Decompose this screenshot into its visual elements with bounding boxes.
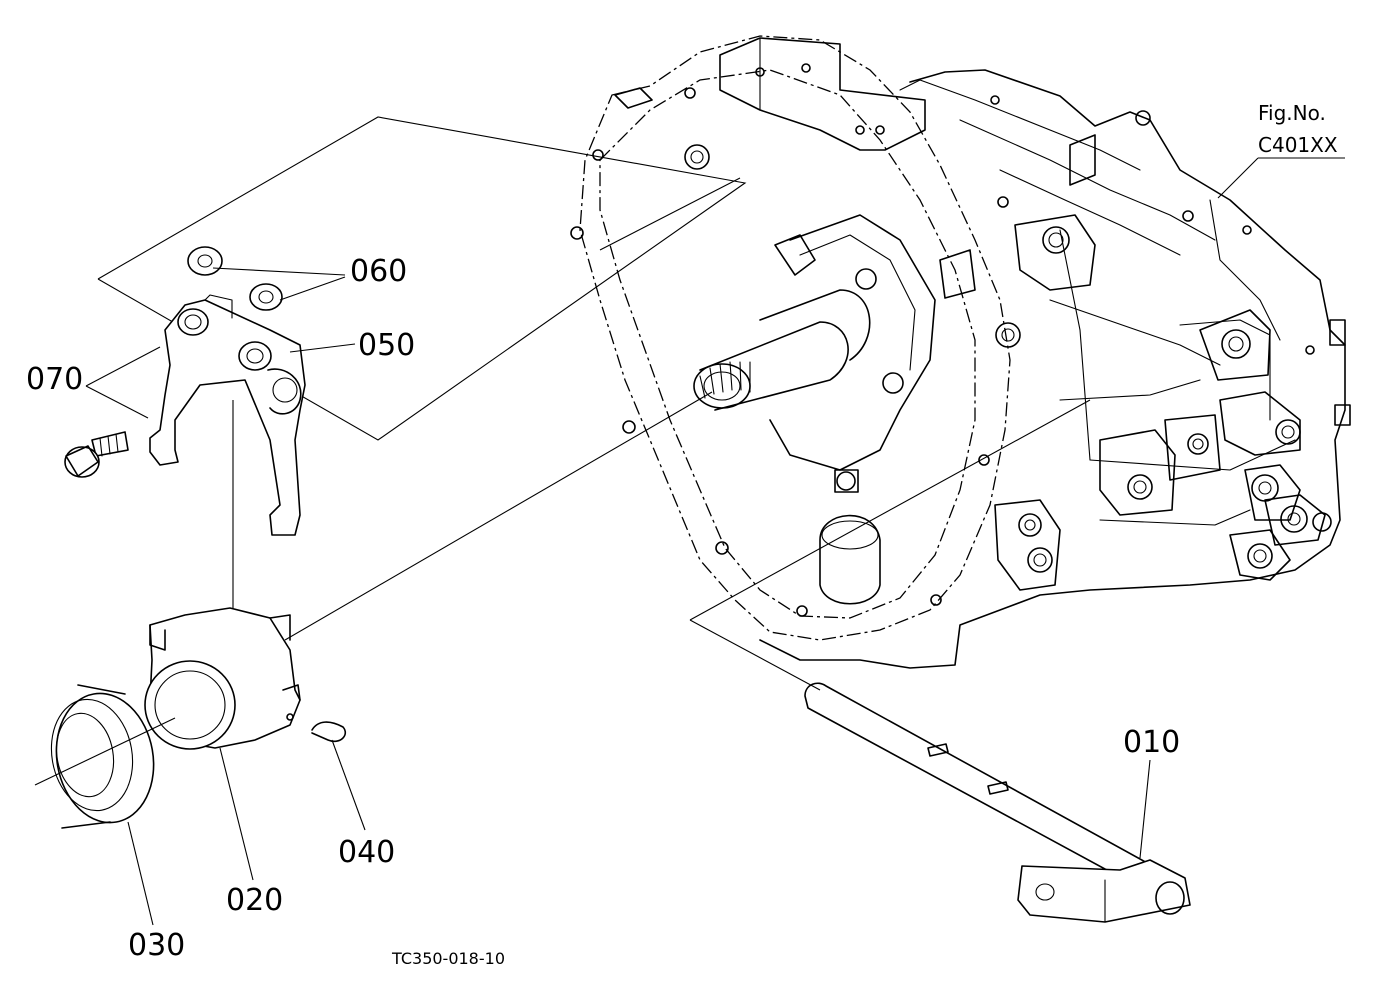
figure-reference: Fig.No. C401XX	[1258, 101, 1338, 157]
part-label-060: 060	[350, 254, 407, 289]
leader-lines	[34, 157, 1345, 926]
part-label-020: 020	[226, 883, 283, 918]
part-label-040: 040	[338, 835, 395, 870]
part-label-050: 050	[358, 328, 415, 363]
part-label-030: 030	[128, 928, 185, 963]
part-label-010: 010	[1123, 725, 1180, 760]
release-shaft-010	[804, 682, 1191, 923]
clip-040	[311, 721, 347, 743]
release-hub-020	[144, 607, 301, 750]
bearing-030	[50, 684, 155, 829]
input-shaft-assembly	[693, 214, 936, 493]
transmission-housing	[570, 35, 1351, 669]
bolt-070	[64, 431, 129, 478]
figure-number-label: Fig.No.	[1258, 101, 1326, 125]
shift-fork-050	[149, 294, 306, 536]
figure-number-code: C401XX	[1258, 133, 1338, 157]
washer-060-b	[249, 283, 283, 311]
part-label-070: 070	[26, 362, 83, 397]
washer-060-a	[187, 246, 223, 276]
drawing-code: TC350-018-10	[391, 949, 505, 968]
housing-holes	[570, 63, 1332, 617]
